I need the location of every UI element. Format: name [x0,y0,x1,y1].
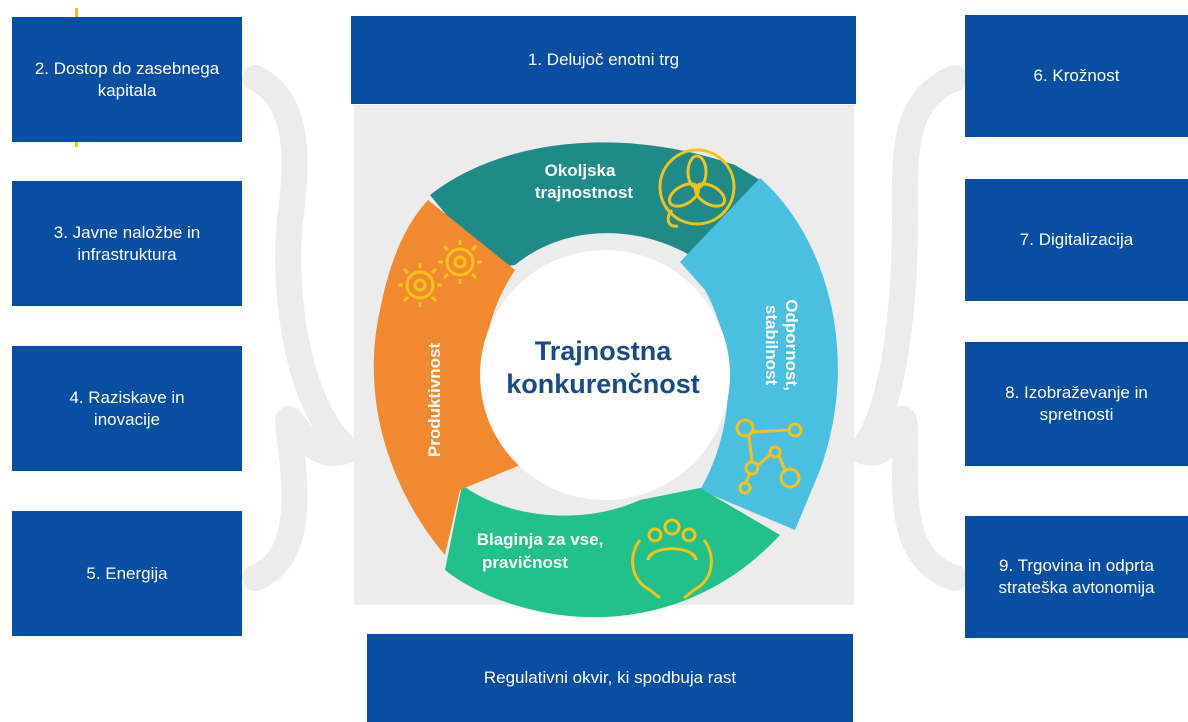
center-title-line1: Trajnostna [535,336,673,366]
box-research-innovation-label: 4. Raziskave in inovacije [69,387,185,429]
box-digitalisation-label: 7. Digitalizacija [1019,230,1134,249]
box-regulatory-framework-label: Regulativni okvir, ki spodbuja rast [483,668,737,687]
gears-icon [398,240,482,307]
leaf-triskelion-icon [658,148,736,228]
box-private-capital: 2. Dostop do zasebnega kapitala [12,17,242,142]
box-single-market: 1. Delujoč enotni trg [351,16,856,104]
segment-environment-line2: trajnostnost [535,183,634,202]
segment-productivity [373,200,520,555]
box-regulatory-framework: Regulativni okvir, ki spodbuja rast [367,634,853,722]
box-public-investment-label: 3. Javne naložbe in infrastruktura [53,222,201,264]
box-circularity: 6. Krožnost [965,15,1188,137]
center-disc [480,250,730,500]
right-brace [849,65,968,591]
segment-prosperity-line2: pravičnost [482,553,568,572]
segment-environment [430,142,760,268]
segment-resilience-line2: stabilnost [762,305,781,386]
box-trade-autonomy-label: 9. Trgovina in odprta strateška avtonomi… [998,556,1155,597]
segment-resilience-line1: Odpornost, [782,299,801,391]
box-trade-autonomy: 9. Trgovina in odprta strateška avtonomi… [965,516,1188,638]
box-digitalisation: 7. Digitalizacija [965,179,1188,301]
segment-prosperity-line1: Blaginja za vse, [477,530,604,549]
box-energy: 5. Energija [12,511,242,636]
box-private-capital-label: 2. Dostop do zasebnega kapitala [34,58,220,100]
box-research-innovation: 4. Raziskave in inovacije [12,346,242,471]
network-nodes-icon [735,418,803,495]
segment-resilience [680,178,838,530]
segment-environment-line1: Okoljska [545,161,616,180]
left-brace [242,65,361,591]
segment-prosperity [445,485,780,618]
cycle-ring [373,142,838,618]
box-education-skills: 8. Izobraževanje in spretnosti [965,342,1188,466]
box-education-skills-label: 8. Izobraževanje in spretnosti [1005,383,1148,424]
box-single-market-label: 1. Delujoč enotni trg [527,50,680,69]
segment-productivity-label: Produktivnost [425,343,444,458]
center-title-line2: konkurenčnost [506,369,700,399]
box-energy-label: 5. Energija [86,563,168,583]
box-public-investment: 3. Javne naložbe in infrastruktura [12,181,242,306]
people-in-hands-icon [631,518,713,600]
accent-mark [75,8,78,20]
box-circularity-label: 6. Krožnost [1033,66,1120,85]
